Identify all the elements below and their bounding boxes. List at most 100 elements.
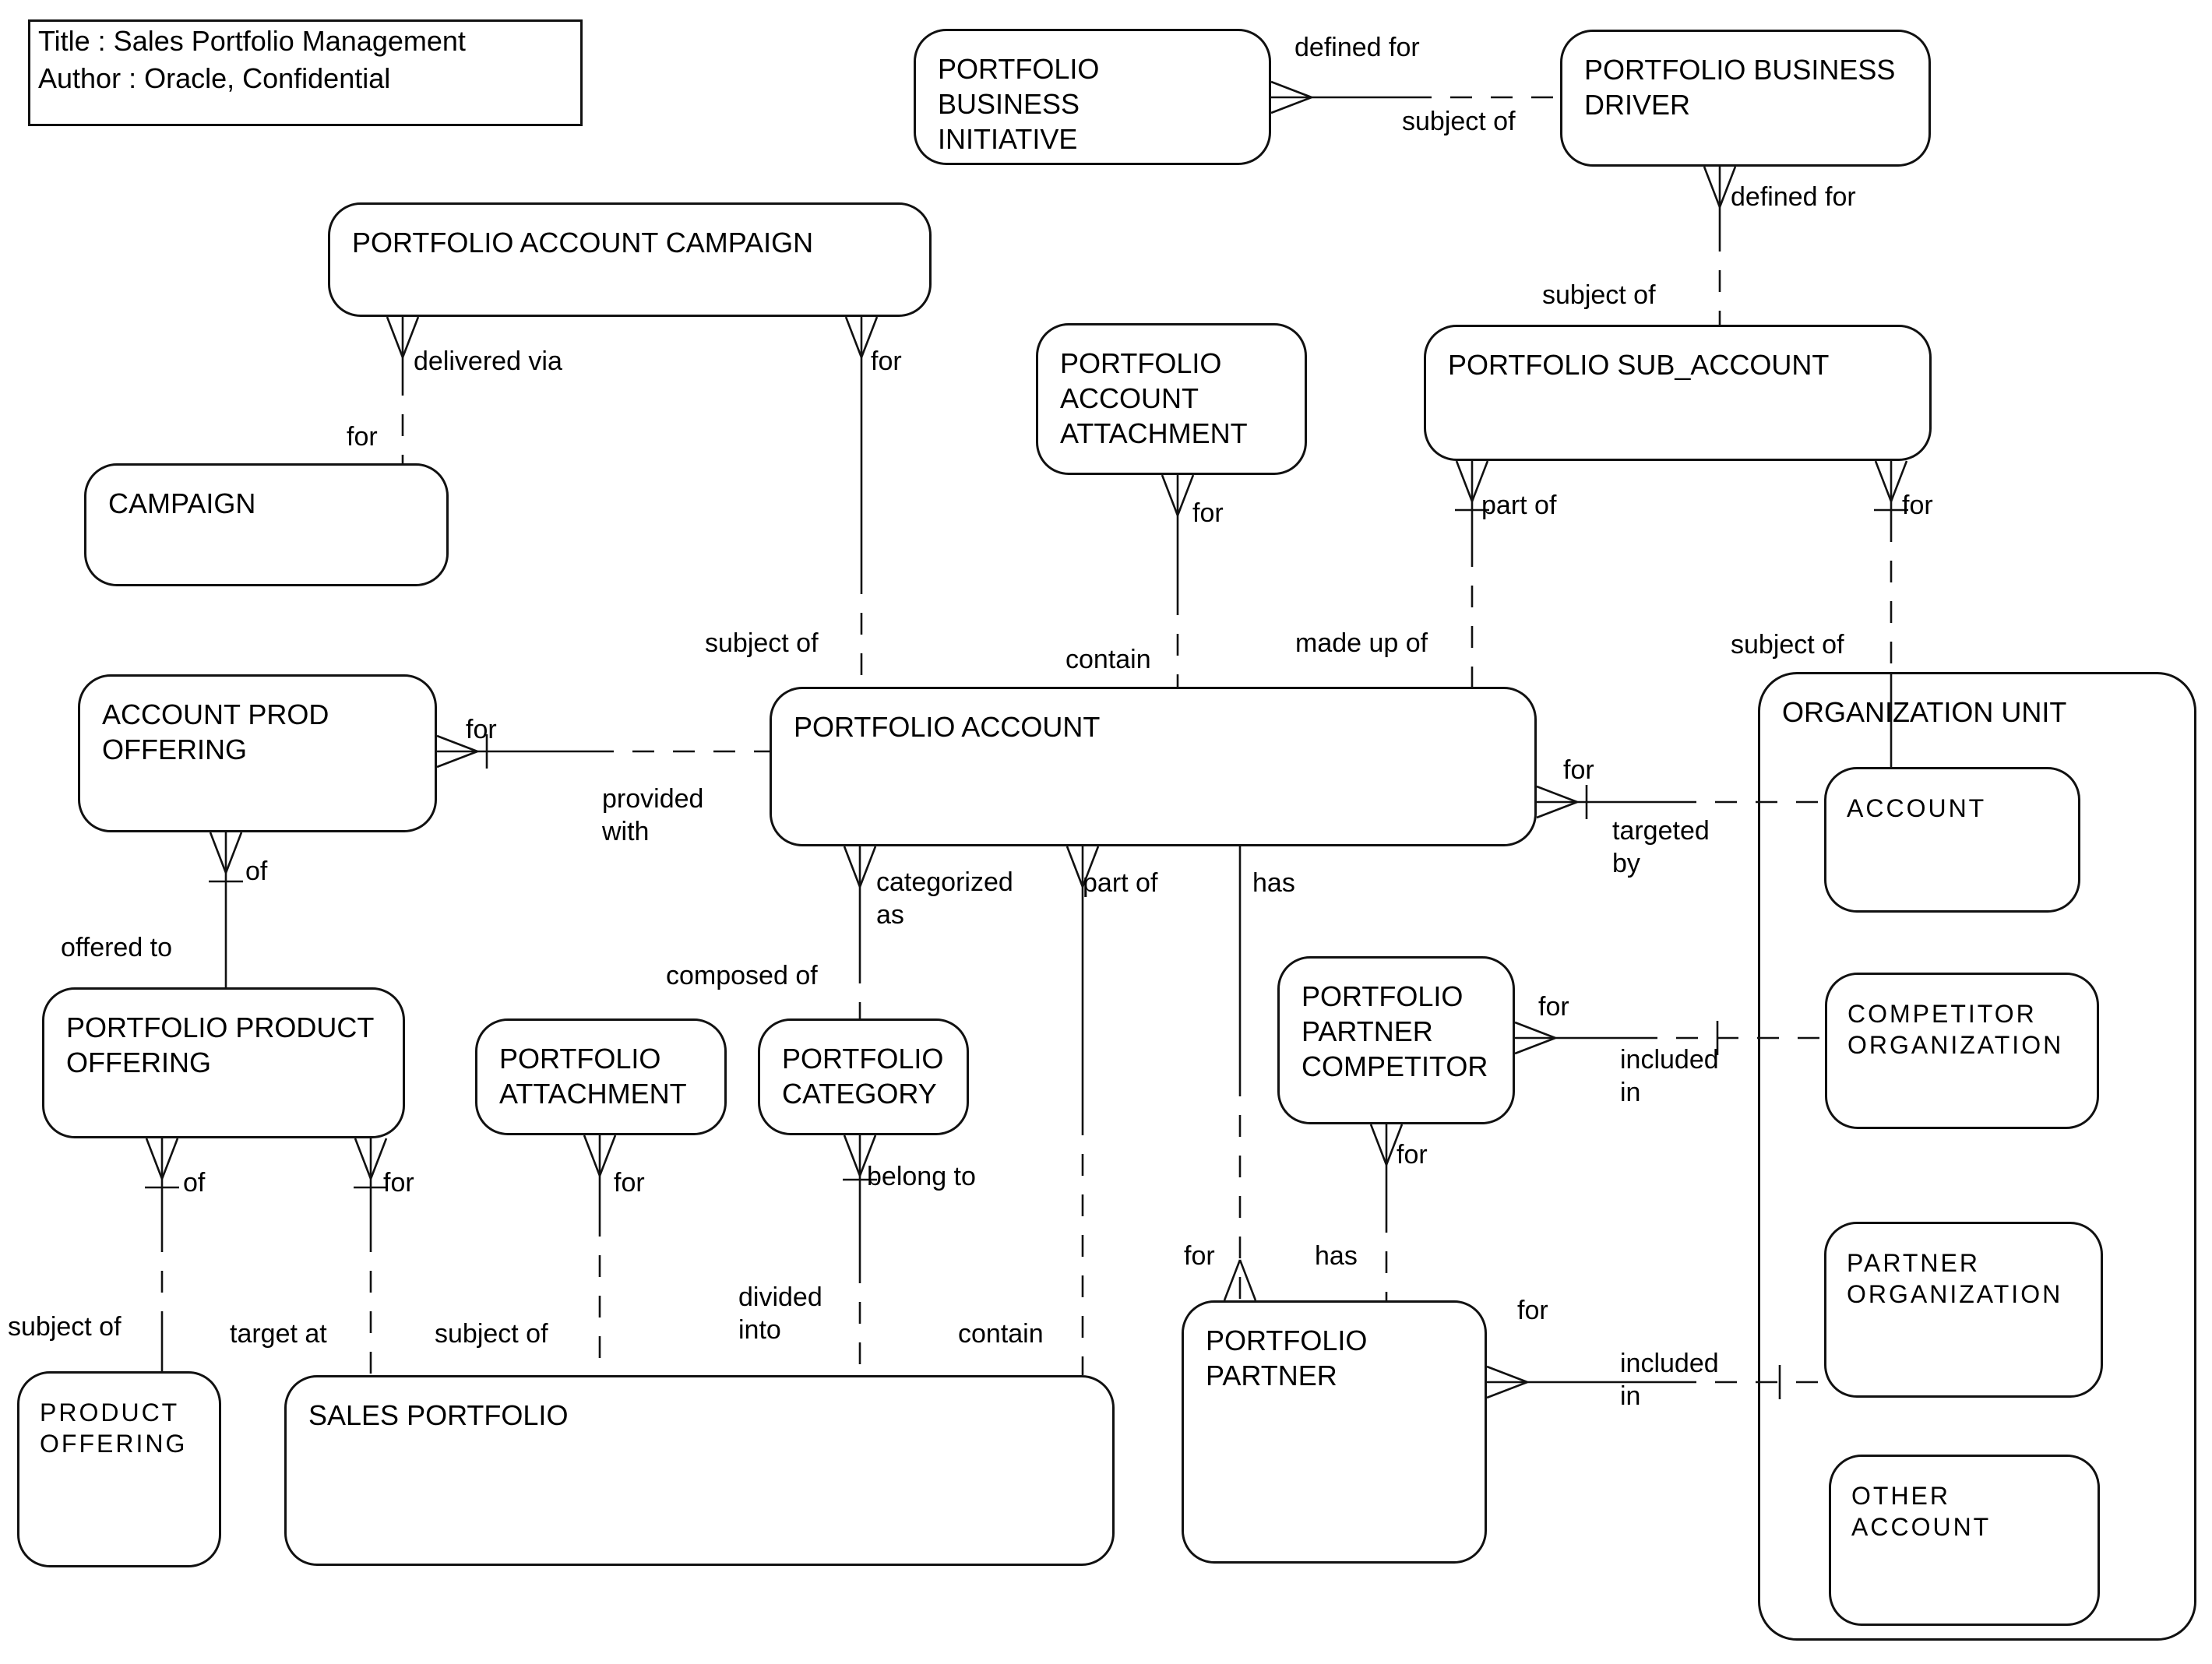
crowfoot-partner-competitor-for-competitor-organization	[1514, 1021, 1556, 1040]
entity-product-offering: PRODUCT OFFERING	[17, 1371, 221, 1567]
entity-label-portfolio-sub-account: PORTFOLIO SUB_ACCOUNT	[1448, 349, 1830, 381]
relationship-label: has	[1252, 868, 1295, 898]
crowfoot-portfolio-account-part-of-sales-portfolio	[1081, 846, 1100, 888]
crowfoot-driver-defined-for-sub-account	[1718, 166, 1737, 208]
entity-competitor-organization: COMPETITOR ORGANIZATION	[1825, 973, 2099, 1129]
entity-label-competitor-organization: COMPETITOR ORGANIZATION	[1847, 1000, 2064, 1059]
relationship-label: of	[245, 857, 268, 886]
crowfoot-acct-prod-offering-of-portfolio-product-offering	[224, 832, 243, 874]
relationship-label: part of	[1481, 491, 1557, 520]
crowfoot-campaign-delivered-via	[401, 316, 420, 358]
crowfoot-acct-prod-offering-of-portfolio-product-offering	[209, 832, 227, 874]
crowfoot-acct-prod-offering-for-portfolio-account	[436, 734, 478, 753]
relationship-label: for	[347, 422, 378, 452]
entity-portfolio-partner-competitor: PORTFOLIO PARTNER COMPETITOR	[1277, 956, 1515, 1124]
entity-label-portfolio-partner: PORTFOLIO PARTNER	[1206, 1325, 1368, 1391]
entity-label-partner-organization: PARTNER ORGANIZATION	[1847, 1249, 2063, 1308]
relationship-label: defined for	[1294, 33, 1420, 62]
entity-label-portfolio-category: PORTFOLIO CATEGORY	[782, 1043, 944, 1110]
entity-label-campaign: CAMPAIGN	[108, 487, 256, 519]
relationship-label: target at	[230, 1319, 327, 1349]
entity-portfolio-category: PORTFOLIO CATEGORY	[758, 1018, 969, 1135]
entity-label-account: ACCOUNT	[1847, 794, 1987, 822]
relationship-label: for	[1563, 755, 1594, 785]
relationship-label: included in	[1620, 1349, 1719, 1412]
crowfoot-portfolio-account-categorized-as-category	[858, 846, 877, 888]
relationship-label: for	[1538, 992, 1569, 1022]
entity-label-portfolio-partner-competitor: PORTFOLIO PARTNER COMPETITOR	[1301, 980, 1488, 1082]
relationship-label: for	[1192, 498, 1224, 528]
relationship-label: composed of	[666, 961, 818, 990]
entity-portfolio-sub-account: PORTFOLIO SUB_ACCOUNT	[1424, 325, 1932, 461]
diagram-title-box: Title : Sales Portfolio Management Autho…	[28, 19, 583, 126]
crowfoot-initiative-defined-for-driver	[1270, 96, 1312, 114]
relationship-label: offered to	[61, 933, 173, 962]
relationship-label: has	[1315, 1241, 1358, 1271]
relationship-label: targeted by	[1612, 816, 1710, 879]
crowfoot-sub-account-part-of-portfolio-account	[1471, 460, 1489, 502]
relationship-label: made up of	[1295, 628, 1428, 658]
relationship-label: for	[1517, 1296, 1548, 1325]
crowfoot-portfolio-account-for-account	[1536, 800, 1578, 819]
entity-label-account-prod-offering: ACCOUNT PROD OFFERING	[102, 698, 329, 765]
relationship-label: for	[383, 1168, 414, 1198]
crowfoot-partner-competitor-for-competitor-organization	[1514, 1036, 1556, 1055]
relationship-label: for	[1397, 1140, 1428, 1170]
crowfoot-product-offering-for-sales-portfolio	[369, 1138, 388, 1180]
crowfoot-portfolio-partner-for-partner-organization	[1486, 1365, 1528, 1384]
relationship-label: divided into	[738, 1282, 822, 1346]
diagram-author: Author : Oracle, Confidential	[38, 62, 391, 95]
crowfoot-driver-defined-for-sub-account	[1703, 166, 1721, 208]
entity-portfolio-product-offering: PORTFOLIO PRODUCT OFFERING	[42, 987, 405, 1138]
crowfoot-account-attachment-for-portfolio-account	[1176, 474, 1195, 516]
relationship-label: part of	[1083, 868, 1158, 898]
entity-portfolio-account: PORTFOLIO ACCOUNT	[770, 687, 1537, 846]
relationship-label: subject of	[705, 628, 819, 658]
entity-portfolio-account-attachment: PORTFOLIO ACCOUNT ATTACHMENT	[1036, 323, 1307, 475]
entity-organization-unit: ORGANIZATION UNIT	[1758, 672, 2196, 1641]
relationship-label: defined for	[1731, 182, 1856, 212]
crowfoot-acct-prod-offering-for-portfolio-account	[436, 750, 478, 769]
relationship-label: provided with	[602, 784, 704, 847]
crowfoot-account-campaign-for-portfolio-account	[844, 316, 863, 358]
relationship-label: for	[614, 1168, 645, 1198]
entity-label-portfolio-account-campaign: PORTFOLIO ACCOUNT CAMPAIGN	[352, 227, 814, 259]
crowfoot-portfolio-account-has-portfolio-partner	[1238, 1259, 1257, 1301]
entity-label-portfolio-product-offering: PORTFOLIO PRODUCT OFFERING	[66, 1011, 375, 1078]
crowfoot-product-offering-of-product-offering	[160, 1138, 179, 1180]
relationship-label: for	[1184, 1241, 1215, 1271]
entity-portfolio-account-campaign: PORTFOLIO ACCOUNT CAMPAIGN	[328, 202, 932, 317]
crowfoot-sub-account-for-account	[1874, 460, 1893, 502]
crowfoot-portfolio-account-has-portfolio-partner	[1223, 1259, 1242, 1301]
crowfoot-category-belong-to-sales-portfolio	[858, 1135, 877, 1177]
crowfoot-initiative-defined-for-driver	[1270, 80, 1312, 99]
crowfoot-product-offering-of-product-offering	[145, 1138, 164, 1180]
entity-portfolio-attachment: PORTFOLIO ATTACHMENT	[475, 1018, 727, 1135]
entity-other-account: OTHER ACCOUNT	[1829, 1455, 2100, 1626]
crowfoot-sub-account-part-of-portfolio-account	[1455, 460, 1474, 502]
entity-campaign: CAMPAIGN	[84, 463, 449, 586]
relationship-label: subject of	[435, 1319, 548, 1349]
entity-label-portfolio-business-driver: PORTFOLIO BUSINESS DRIVER	[1584, 54, 1896, 121]
entity-label-other-account: OTHER ACCOUNT	[1851, 1482, 1992, 1541]
crowfoot-attachment-for-sales-portfolio	[583, 1135, 601, 1177]
relationship-label: of	[183, 1168, 206, 1198]
entity-label-sales-portfolio: SALES PORTFOLIO	[308, 1399, 569, 1431]
relationship-label: subject of	[1731, 630, 1844, 660]
relationship-label: contain	[1065, 645, 1151, 674]
entity-portfolio-partner: PORTFOLIO PARTNER	[1182, 1300, 1487, 1564]
entity-label-portfolio-account-attachment: PORTFOLIO ACCOUNT ATTACHMENT	[1060, 347, 1248, 449]
crowfoot-campaign-delivered-via	[386, 316, 404, 358]
crowfoot-sub-account-for-account	[1890, 460, 1908, 502]
crowfoot-portfolio-partner-for-partner-organization	[1486, 1381, 1528, 1399]
entity-label-portfolio-account: PORTFOLIO ACCOUNT	[794, 711, 1101, 743]
crowfoot-partner-competitor-for-portfolio-partner	[1369, 1124, 1388, 1166]
entity-portfolio-business-initiative: PORTFOLIO BUSINESS INITIATIVE	[914, 29, 1271, 165]
crowfoot-attachment-for-sales-portfolio	[598, 1135, 617, 1177]
entity-sales-portfolio: SALES PORTFOLIO	[284, 1375, 1115, 1566]
entity-portfolio-business-driver: PORTFOLIO BUSINESS DRIVER	[1560, 30, 1931, 167]
relationship-label: categorized as	[876, 867, 1013, 931]
crowfoot-account-campaign-for-portfolio-account	[860, 316, 879, 358]
crowfoot-product-offering-for-sales-portfolio	[354, 1138, 372, 1180]
